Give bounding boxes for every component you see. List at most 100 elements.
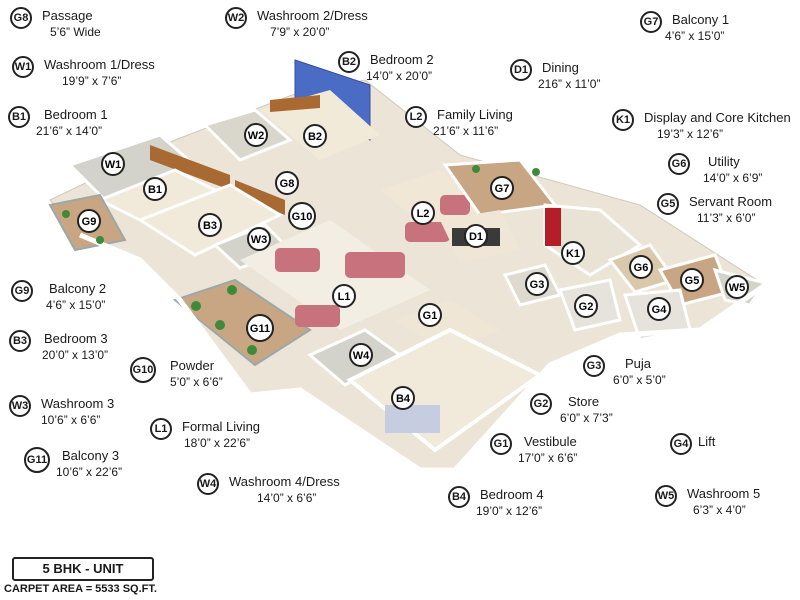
badge-label: G1 [423, 310, 438, 322]
badge-G8: G8 [275, 171, 299, 195]
wardrobe-2 [270, 95, 320, 112]
legend-badge: B3 [9, 330, 31, 352]
wardrobe-3 [235, 180, 285, 215]
badge-G9: G9 [77, 209, 101, 233]
plant [532, 168, 540, 176]
legend-name: Lift [698, 434, 716, 449]
badge-label: B2 [308, 131, 322, 143]
legend-dimension: 14’0” x 20’0” [366, 69, 433, 83]
badge-G4: G4 [647, 297, 671, 321]
badge-K1: K1 [561, 241, 585, 265]
legend-dimension: 14’0” x 6’9” [703, 171, 763, 185]
badge-label: W3 [251, 234, 268, 246]
badge-D1: D1 [464, 224, 488, 248]
legend-dimension: 4’6” x 15’0” [46, 298, 106, 312]
legend-dimension: 19’3” x 12’6” [657, 127, 724, 141]
legend-name: Vestibule [524, 434, 577, 449]
legend-badge: D1 [510, 59, 532, 81]
legend-badge: B1 [8, 106, 30, 128]
legend-dimension: 5’6” Wide [50, 25, 101, 39]
badge-label: G9 [82, 216, 97, 228]
legend-name: Powder [170, 358, 215, 373]
balcony-3-floor [172, 278, 312, 367]
legend-dimension: 6’0” x 7’3” [560, 411, 613, 425]
legend-badge: W3 [9, 395, 31, 417]
badge-G2: G2 [574, 294, 598, 318]
badge-label: G8 [280, 178, 295, 190]
legend-dimension: 10’6” x 6’6” [41, 413, 101, 427]
legend-badge: G9 [11, 280, 33, 302]
legend-name: Bedroom 1 [44, 107, 108, 122]
plant [62, 210, 70, 218]
plant [227, 285, 237, 295]
badge-G5: G5 [680, 268, 704, 292]
badge-G10: G10 [288, 202, 316, 230]
legend-name: Dining [542, 60, 579, 75]
legend-badge: W5 [655, 485, 677, 507]
legend-badge: L2 [405, 106, 427, 128]
badge-label: K1 [566, 248, 580, 260]
badge-L1: L1 [332, 284, 356, 308]
legend-badge: K1 [612, 109, 634, 131]
badge-W4: W4 [349, 343, 373, 367]
plant [191, 301, 201, 311]
legend-badge: G5 [657, 193, 679, 215]
sofa [405, 222, 450, 242]
badge-label: B3 [203, 220, 217, 232]
legend-name: Bedroom 2 [370, 52, 434, 67]
badge-label: G6 [634, 262, 649, 274]
badge-label: W2 [248, 130, 265, 142]
badge-label: W1 [105, 159, 122, 171]
badge-label: B1 [148, 184, 162, 196]
legend-name: Balcony 1 [672, 12, 730, 27]
badge-label: B4 [396, 393, 411, 405]
badge-G7: G7 [490, 176, 514, 200]
badge-label: G2 [579, 301, 594, 313]
legend-badge: W1 [12, 56, 34, 78]
legend-name: Utility [708, 154, 740, 169]
formal-living-floor [240, 220, 430, 330]
badge-label: L1 [338, 291, 351, 303]
sofa [275, 248, 320, 272]
badge-label: G4 [652, 304, 668, 316]
legend-badge: G3 [583, 355, 605, 377]
wardrobe-1 [150, 145, 230, 190]
legend-badge: W4 [197, 473, 219, 495]
badge-B2: B2 [303, 124, 327, 148]
unit-type-label: 5 BHK - UNIT [12, 557, 154, 581]
plant [215, 320, 225, 330]
legend-dimension: 4’6” x 15’0” [665, 29, 725, 43]
badge-G1: G1 [418, 303, 442, 327]
legend-name: Washroom 5 [687, 486, 761, 501]
legend-badge: G4 [670, 433, 692, 455]
badge-W5: W5 [725, 275, 749, 299]
legend-dimension: 21’6” x 11’6” [433, 124, 499, 138]
legend-name: Store [568, 394, 600, 409]
badge-B4: B4 [391, 386, 415, 410]
badge-label: G5 [685, 275, 700, 287]
legend-dimension: 19’0” x 12’6” [476, 504, 543, 518]
badge-W2: W2 [244, 123, 268, 147]
fridge [545, 208, 561, 246]
badge-B3: B3 [198, 213, 222, 237]
plant [247, 345, 257, 355]
badge-G3: G3 [525, 272, 549, 296]
plan-badges: W2 B2 W1 B1 G8 G9 B3 G10 W3 L2 G7 D1 K1 … [77, 123, 749, 410]
sofa [440, 195, 470, 215]
badge-label: L2 [417, 208, 430, 220]
legend-dimension: 18’0” x 22’6” [184, 436, 251, 450]
legend-name: Servant Room [689, 194, 773, 209]
legend-badge: G2 [530, 393, 552, 415]
badge-L2: L2 [411, 201, 435, 225]
exterior-wall [79, 232, 455, 473]
legend-badge: G11 [24, 447, 50, 473]
badge-B1: B1 [143, 177, 167, 201]
legend-badge: L1 [150, 418, 172, 440]
legend-name: Balcony 2 [49, 281, 107, 296]
legend-dimension: 7’9” x 20’0” [270, 25, 330, 39]
badge-label: G11 [250, 323, 270, 335]
badge-G6: G6 [629, 255, 653, 279]
plant [472, 165, 480, 173]
legend-dimension: 216” x 11’0” [538, 77, 601, 91]
